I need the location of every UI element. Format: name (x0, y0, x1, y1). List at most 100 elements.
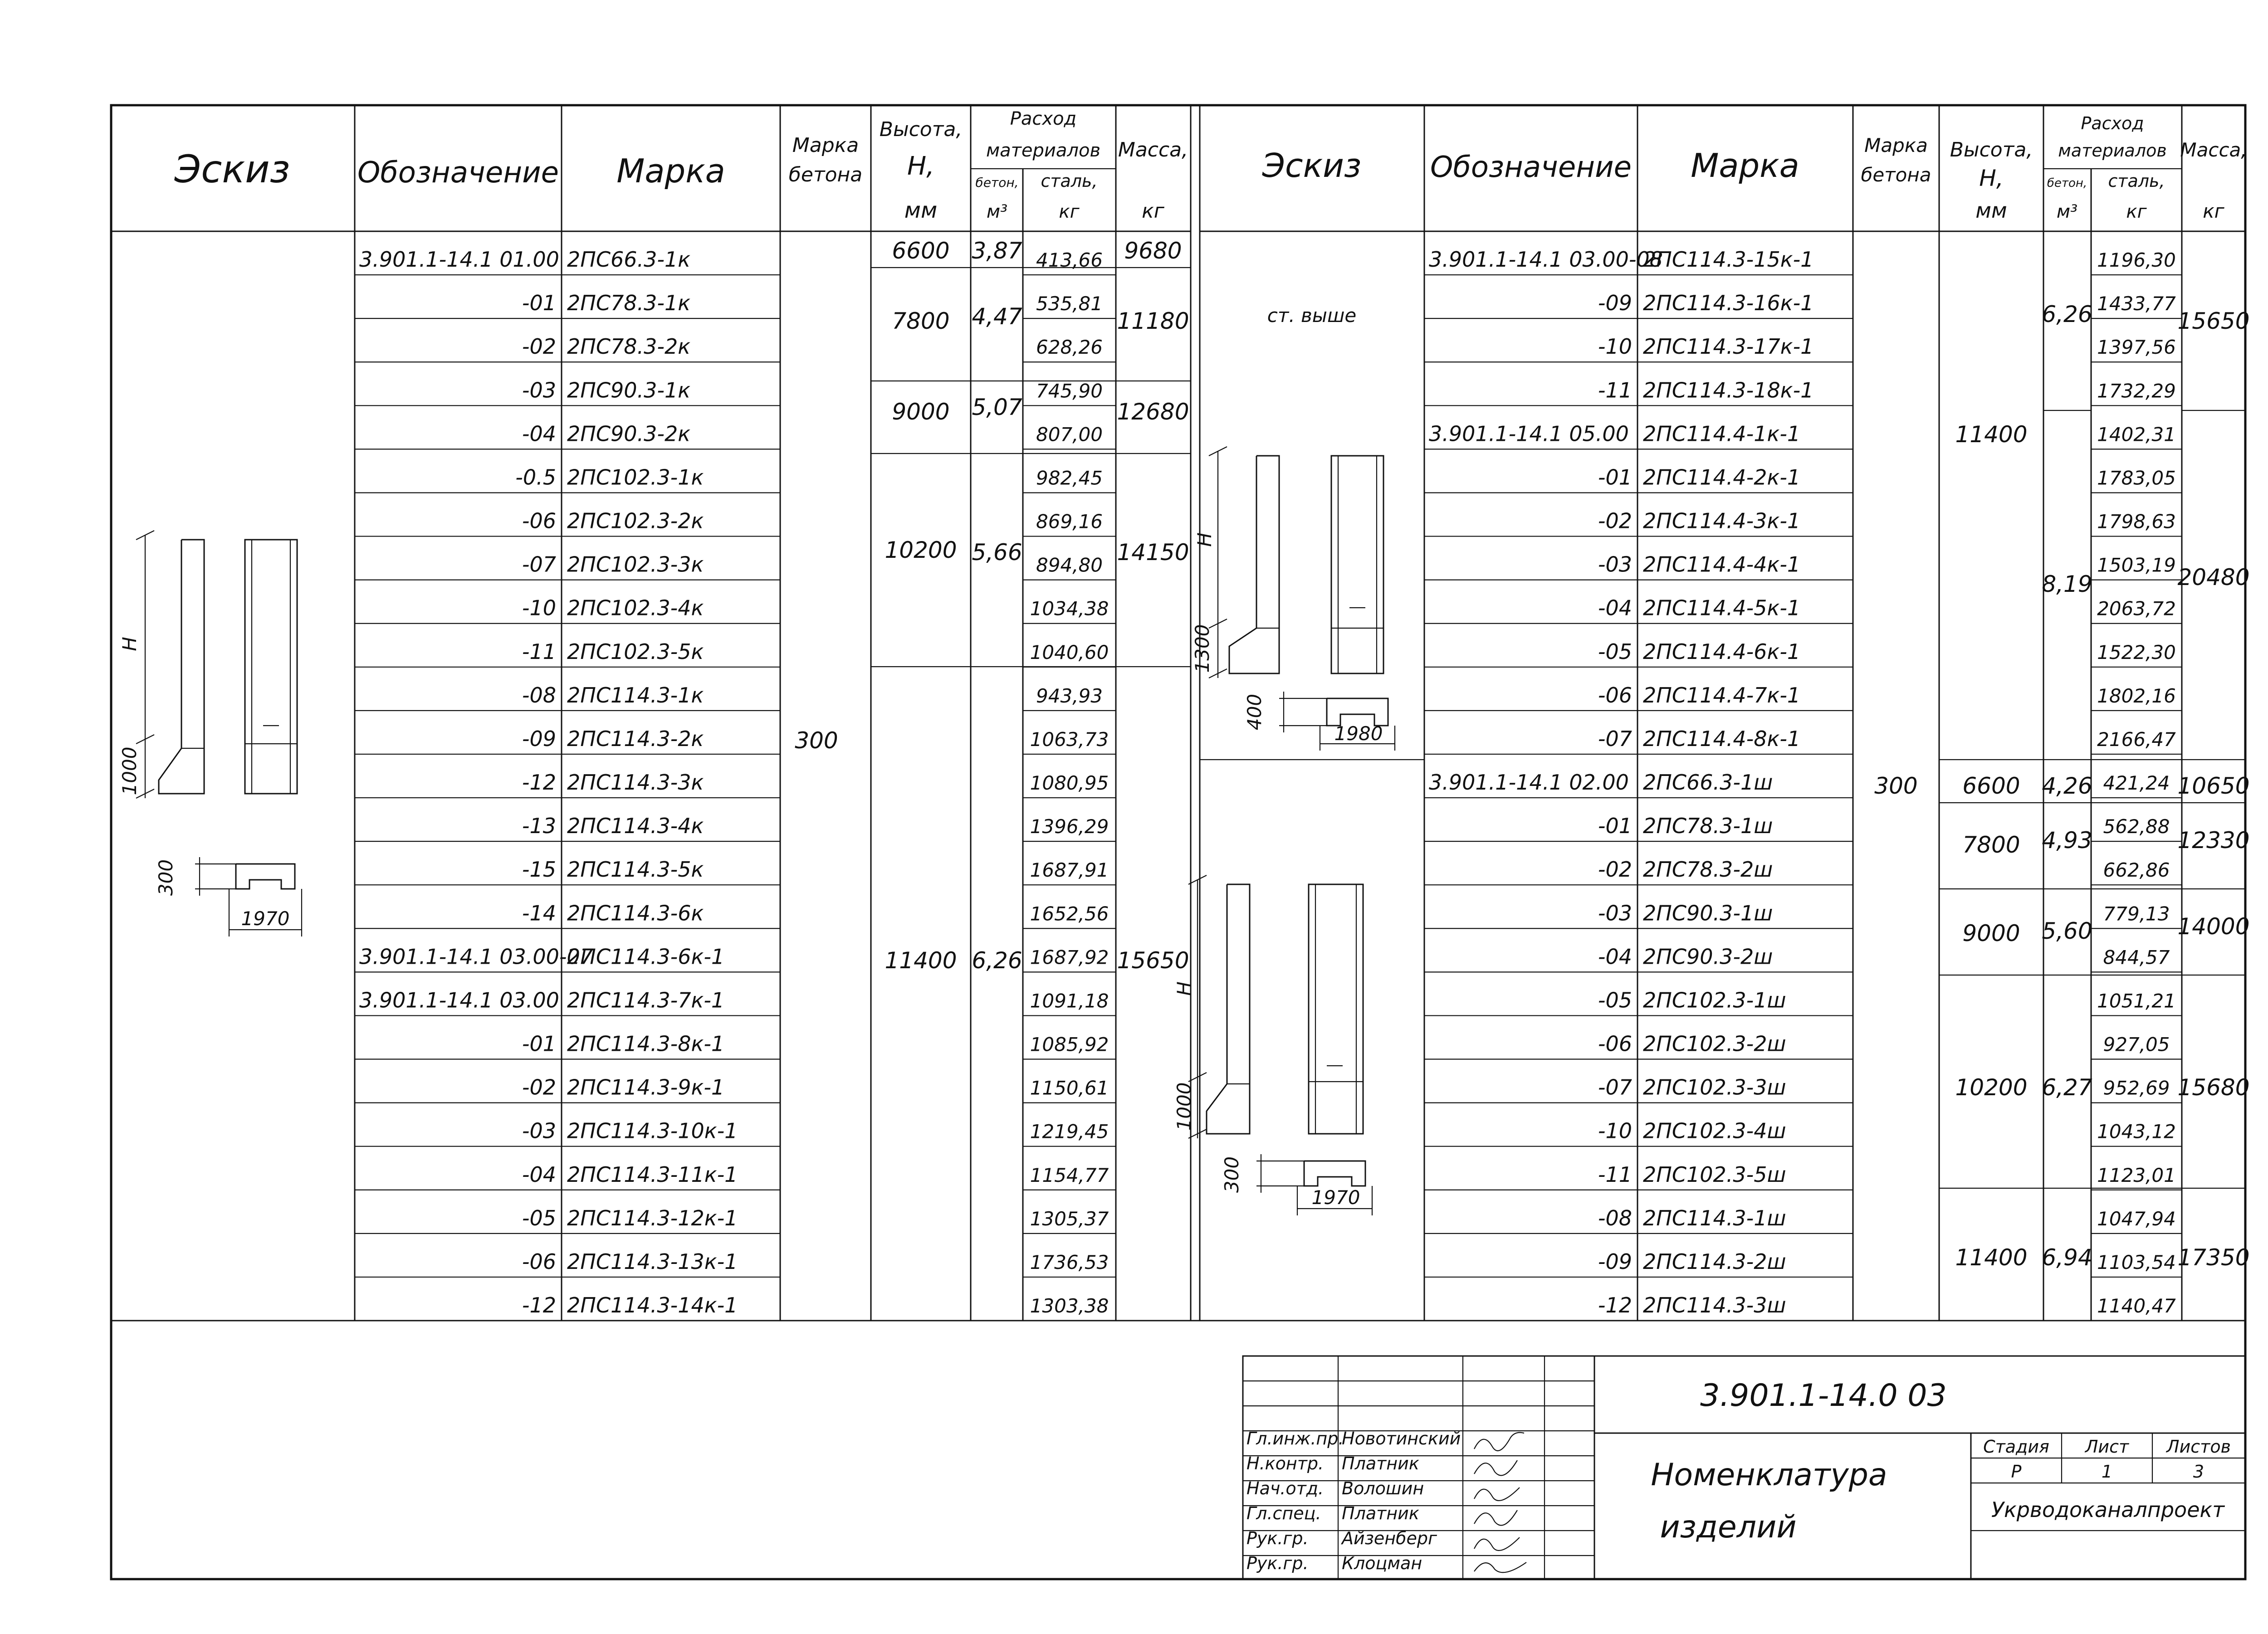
right-row-steel: 1196,30 (2097, 249, 2176, 271)
right-row-designation: -05 (1598, 988, 1632, 1012)
hdr-designation: Обозначение (357, 156, 559, 190)
right-row-designation: -06 (1598, 683, 1632, 707)
left-row-designation: 3.901.1-14.1 03.00-07 (359, 944, 593, 969)
right-row-steel: 1783,05 (2097, 467, 2176, 489)
signature-row: Рук.гр.Айзенберг (1246, 1528, 1437, 1548)
left-row-mark: 2ПС78.3-1к (567, 291, 690, 315)
hdr-sketch-r: Эскиз (1262, 146, 1361, 185)
right-sketch-b-drawing: H 1000 300 1970 (1173, 875, 1373, 1215)
right-g5-vol: 6,27 (2042, 1074, 2092, 1101)
left-row-steel: 1063,73 (1030, 728, 1109, 751)
left-row-designation: -03 (522, 378, 556, 402)
doc-title-line-2: изделий (1660, 1509, 1796, 1545)
right-g6-mass: 17350 (2177, 1244, 2249, 1271)
hdr-concrete-2-r: бетона (1861, 164, 1931, 186)
signature-name: Клоцман (1342, 1553, 1422, 1573)
hdr-steel-2-r: кг (2126, 201, 2147, 222)
right-row-mark: 2ПС114.4-8к-1 (1643, 727, 1800, 751)
right-g4-height: 9000 (1962, 920, 2020, 946)
right-row-designation: -04 (1598, 944, 1632, 969)
right-row-steel: 1051,21 (2097, 990, 2176, 1012)
left-row-steel: 807,00 (1036, 423, 1103, 445)
right-row-steel: 1397,56 (2097, 336, 2176, 358)
left-row-mark: 2ПС102.3-4к (567, 596, 704, 620)
right-row-mark: 2ПС114.3-16к-1 (1643, 291, 1813, 315)
left-g1-height: 7800 (892, 308, 949, 334)
right-row-designation: -12 (1598, 1293, 1632, 1317)
left-row-steel: 1080,95 (1030, 772, 1109, 794)
left-row-mark: 2ПС114.3-12к-1 (567, 1206, 738, 1230)
right-row-designation: -03 (1598, 552, 1632, 577)
signature-role: Рук.гр. (1246, 1553, 1309, 1573)
right-row-mark: 2ПС66.3-1ш (1643, 770, 1773, 795)
right-row-mark: 2ПС114.3-2ш (1643, 1249, 1786, 1274)
left-row-mark: 2ПС114.3-6к-1 (567, 944, 724, 969)
left-row-steel: 1154,77 (1030, 1164, 1109, 1186)
right-row-mark: 2ПС102.3-3ш (1643, 1075, 1786, 1100)
right-sketch-a-dim-1300: 1300 (1191, 624, 1213, 673)
right-row-steel: 1503,19 (2097, 554, 2176, 576)
sheet-value: 1 (2102, 1462, 2112, 1482)
right-row-mark: 2ПС114.4-2к-1 (1643, 465, 1800, 489)
left-sketch-dim-1000: 1000 (118, 747, 141, 795)
left-row-designation: -07 (522, 552, 556, 577)
right-header: Эскиз Обозначение Марка Марка бетона Выс… (1262, 113, 2247, 223)
left-row-mark: 2ПС114.3-5к (567, 857, 704, 882)
left-row-designation: -01 (522, 291, 556, 315)
left-g0-mass: 9680 (1124, 238, 1182, 264)
hdr-vol-2: м³ (987, 201, 1007, 222)
hdr-usage-1: Расход (1010, 108, 1076, 129)
right-row-designation: 3.901.1-14.1 03.00-08 (1429, 247, 1663, 272)
left-row-mark: 2ПС114.3-7к-1 (567, 988, 724, 1012)
stage-header: Стадия (1983, 1437, 2049, 1457)
right-row-mark: 2ПС114.4-7к-1 (1643, 683, 1800, 707)
left-row-designation: -02 (522, 334, 556, 359)
right-row-steel: 1402,31 (2097, 423, 2176, 445)
left-row-designation: -06 (522, 509, 556, 533)
right-table-grid (1199, 105, 2245, 1321)
left-header: Эскиз Обозначение Марка Марка бетона Выс… (174, 108, 1188, 223)
right-row-mark: 2ПС102.3-5ш (1643, 1162, 1786, 1187)
left-g4-height: 11400 (885, 947, 957, 974)
right-row-mark: 2ПС102.3-1ш (1643, 988, 1786, 1012)
right-row-steel: 1802,16 (2097, 685, 2176, 707)
right-row-mark: 2ПС114.4-6к-1 (1643, 639, 1800, 664)
right-row-designation: -05 (1598, 639, 1632, 664)
right-row-mark: 2ПС102.3-2ш (1643, 1032, 1786, 1056)
right-row-designation: -02 (1598, 509, 1632, 533)
signature-row: Нач.отд.Волошин (1246, 1478, 1424, 1498)
left-row-designation: -01 (522, 1032, 556, 1056)
left-row-steel: 745,90 (1036, 380, 1103, 402)
title-block: 3.901.1-14.0 03 Номенклатура изделий Ста… (1242, 1355, 2246, 1580)
right-row-mark: 2ПС114.3-3ш (1643, 1293, 1786, 1317)
left-row-steel: 1091,18 (1030, 990, 1109, 1012)
right-row-steel: 1123,01 (2097, 1164, 2176, 1186)
right-row-designation: 3.901.1-14.1 05.00 (1429, 421, 1629, 446)
right-row-designation: -07 (1598, 727, 1632, 751)
left-row-steel: 982,45 (1036, 467, 1103, 489)
left-row-designation: -14 (522, 901, 556, 925)
